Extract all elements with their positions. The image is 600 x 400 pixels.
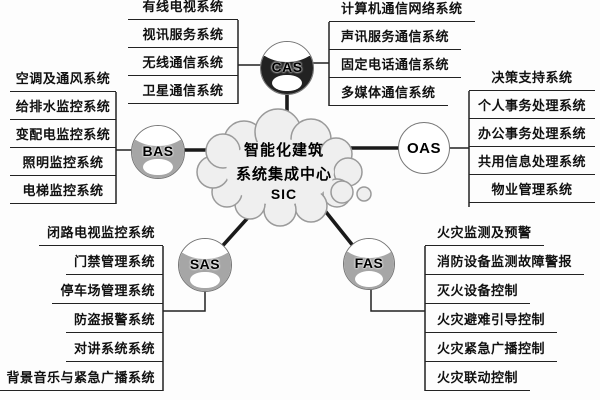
- fas-item: 火灾避难引导控制: [425, 304, 558, 333]
- cas-left-item: 视讯服务系统: [128, 20, 238, 48]
- cas-left-item: 无线通信系统: [128, 48, 238, 76]
- cas-right-item: 多媒体通信系统: [329, 78, 448, 106]
- fas-item: 火灾紧急广播控制: [425, 333, 558, 362]
- fas-item: 火灾监测及预警: [425, 217, 544, 246]
- sas-item: 防盗报警系统: [65, 304, 163, 333]
- oas-item: 决策支持系统: [469, 63, 595, 91]
- group-sas: 闭路电视监控系统 门禁管理系统 停车场管理系统 防盗报警系统 对讲系统系统 背景…: [0, 217, 163, 391]
- oas-item: 物业管理系统: [469, 175, 595, 203]
- bas-item: 照明监控系统: [10, 148, 116, 176]
- cloud-body: [226, 139, 334, 205]
- sphere-art: [132, 126, 184, 178]
- node-fas-label: FAS: [354, 255, 384, 271]
- node-oas: OAS: [398, 122, 450, 174]
- sic-cloud: [196, 108, 372, 227]
- cloud-bubble-small: [330, 180, 354, 204]
- node-sas: SAS: [178, 238, 232, 292]
- group-fas: 火灾监测及预警 消防设备监测故障警报 灭火设备控制 火灾避难引导控制 火灾紧急广…: [425, 217, 585, 391]
- cloud-bubble-small: [356, 186, 372, 202]
- sas-item: 门禁管理系统: [65, 246, 163, 275]
- group-cas-left: 有线电视系统 视讯服务系统 无线通信系统 卫星通信系统: [128, 0, 238, 104]
- bas-item: 变配电监控系统: [10, 120, 116, 148]
- cas-right-item: 固定电话通信系统: [329, 50, 462, 78]
- node-fas: FAS: [343, 238, 395, 290]
- node-cas-label: CAS: [271, 58, 303, 75]
- bas-item: 给排水监控系统: [10, 92, 116, 120]
- link-fas-bracket: [370, 280, 425, 312]
- sphere-art: [261, 42, 313, 94]
- bas-item: 电梯监控系统: [10, 176, 116, 204]
- cas-right-item: 计算机通信网络系统: [329, 0, 475, 22]
- fas-item: 火灾联动控制: [425, 362, 531, 391]
- sphere-art: [344, 239, 394, 289]
- node-oas-label: OAS: [406, 140, 441, 157]
- sphere-art: [179, 239, 231, 291]
- sas-item: 停车场管理系统: [52, 275, 163, 304]
- sas-item: 闭路电视监控系统: [38, 217, 163, 246]
- node-sas-label: SAS: [189, 255, 221, 272]
- fas-item: 灭火设备控制: [425, 275, 531, 304]
- group-cas-right: 计算机通信网络系统 声讯服务通信系统 固定电话通信系统 多媒体通信系统: [329, 0, 475, 106]
- node-bas: BAS: [131, 125, 185, 179]
- node-cas: CAS: [260, 41, 314, 95]
- sas-item: 对讲系统系统: [65, 333, 163, 362]
- oas-item: 共用信息处理系统: [469, 147, 595, 175]
- fas-item: 消防设备监测故障警报: [425, 246, 585, 275]
- oas-item: 个人事务处理系统: [469, 91, 595, 119]
- sas-item: 背景音乐与紧急广播系统: [0, 362, 163, 391]
- group-oas: 决策支持系统 个人事务处理系统 办公事务处理系统 共用信息处理系统 物业管理系统: [469, 63, 595, 203]
- oas-item: 办公事务处理系统: [469, 119, 595, 147]
- cas-left-item: 有线电视系统: [128, 0, 238, 20]
- cas-left-item: 卫星通信系统: [128, 76, 238, 104]
- group-bas: 空调及通风系统 给排水监控系统 变配电监控系统 照明监控系统 电梯监控系统: [10, 64, 116, 204]
- sic-title-line2: 系统集成中心: [235, 166, 332, 183]
- node-bas-label: BAS: [142, 142, 174, 159]
- sic-title-line1: 智能化建筑: [243, 142, 324, 159]
- bas-item: 空调及通风系统: [10, 64, 116, 92]
- sic-title-line3: SIC: [270, 186, 298, 202]
- cas-right-item: 声讯服务通信系统: [329, 22, 462, 50]
